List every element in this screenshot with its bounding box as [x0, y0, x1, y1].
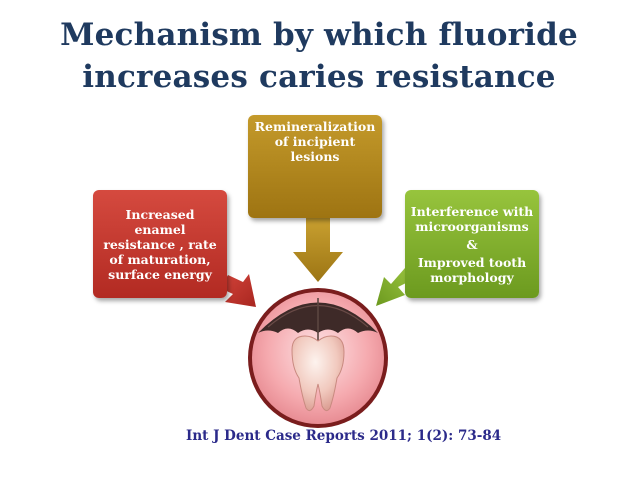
box-right-line-3: & — [466, 236, 478, 252]
box-microorganisms: Interference with microorganisms & Impro… — [405, 190, 539, 298]
box-remineralization: Remineralization of incipient lesions — [248, 115, 382, 218]
citation: Int J Dent Case Reports 2011; 1(2): 73-8… — [186, 428, 502, 444]
box-top-line-3: lesions — [290, 149, 340, 164]
box-enamel-resistance: Increased enamel resistance , rate of ma… — [93, 190, 227, 298]
box-left-line-5: surface energy — [108, 266, 212, 282]
box-right-line-1: Interference with — [410, 203, 534, 219]
left-arrow — [220, 274, 256, 307]
right-arrow — [376, 268, 412, 306]
box-right-line-5: morphology — [430, 269, 514, 285]
box-left-line-4: of maturation, — [109, 251, 211, 267]
box-left-line-1: Increased — [125, 206, 195, 222]
umbrella-tooth-icon — [258, 298, 378, 412]
slide-title: Mechanism by which fluoride increases ca… — [0, 14, 638, 98]
box-left-line-2: enamel — [134, 221, 186, 237]
box-top-line-1: Remineralization — [254, 119, 376, 134]
box-right-line-2: microorganisms — [415, 218, 529, 234]
box-top-line-2: of incipient — [274, 134, 356, 149]
box-left-line-3: resistance , rate — [103, 236, 217, 252]
title-line-1: Mechanism by which fluoride — [60, 17, 578, 53]
box-right-line-4: Improved tooth — [417, 254, 527, 270]
top-arrow — [293, 218, 343, 282]
title-line-2: increases caries resistance — [82, 59, 556, 95]
